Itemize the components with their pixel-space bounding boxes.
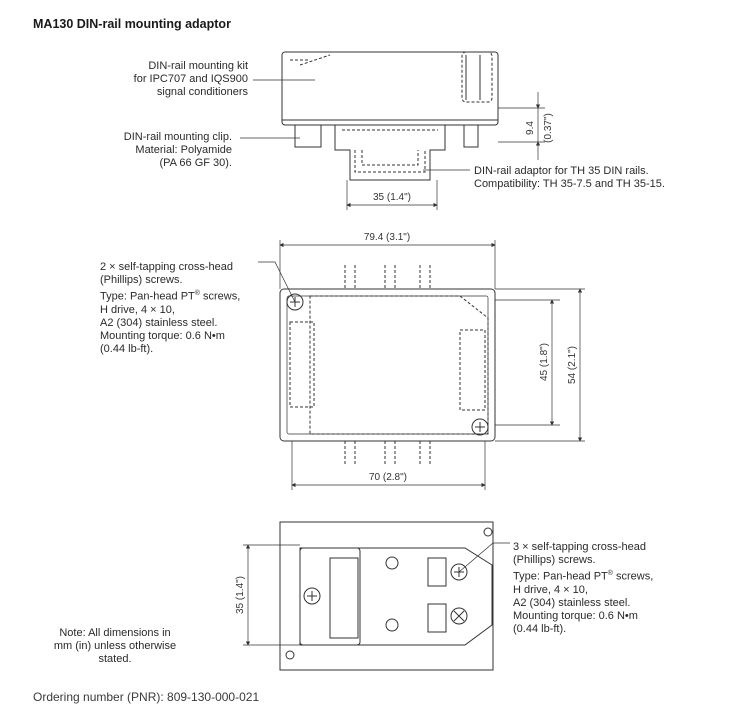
bottom-plate xyxy=(299,547,493,646)
bottom-screws-label: 3 × self-tapping cross-head (Phillips) s… xyxy=(513,541,654,635)
ordering-number: Ordering number (PNR): 809-130-000-021 xyxy=(33,690,260,704)
clip-label: DIN-rail mounting clip. Material: Polyam… xyxy=(123,131,232,169)
side-dim-height-in: (0.37") xyxy=(543,113,554,143)
top-outline xyxy=(279,288,496,442)
side-view xyxy=(240,51,545,210)
top-dim-total-height: 54 (2.1") xyxy=(567,346,578,384)
kit-label: DIN-rail mounting kit for IPC707 and IQS… xyxy=(133,60,248,98)
bottom-screw-2 xyxy=(450,563,468,581)
top-view xyxy=(258,240,585,490)
adaptor-label: DIN-rail adaptor for TH 35 DIN rails. Co… xyxy=(474,165,665,190)
top-dim-total-width: 79.4 (3.1") xyxy=(364,232,410,243)
top-screw-1 xyxy=(286,293,304,311)
bottom-screw-1 xyxy=(303,587,321,605)
top-dim-inner-width: 70 (2.8") xyxy=(369,472,407,483)
dimensions-note: Note: All dimensions in mm (in) unless o… xyxy=(53,627,177,665)
clip-right-block xyxy=(463,124,479,148)
din-adaptor xyxy=(334,125,446,181)
bottom-outline xyxy=(279,521,494,671)
bottom-view xyxy=(243,521,510,671)
module-body xyxy=(281,51,499,126)
page-title: MA130 DIN-rail mounting adaptor xyxy=(33,17,231,31)
top-screw-2 xyxy=(471,418,489,436)
side-dim-width: 35 (1.4") xyxy=(373,192,411,203)
side-dim-height: 9.4 xyxy=(525,121,536,135)
bottom-screw-3 xyxy=(450,607,468,625)
bottom-screw-small-1 xyxy=(385,556,399,570)
bottom-dim-height: 35 (1.4") xyxy=(235,576,246,614)
top-screws-label: 2 × self-tapping cross-head (Phillips) s… xyxy=(100,261,241,355)
bottom-clip xyxy=(299,547,361,646)
clip-left-block xyxy=(294,124,322,148)
bottom-screw-small-2 xyxy=(385,618,399,632)
top-dim-inner-height: 45 (1.8") xyxy=(539,343,550,381)
